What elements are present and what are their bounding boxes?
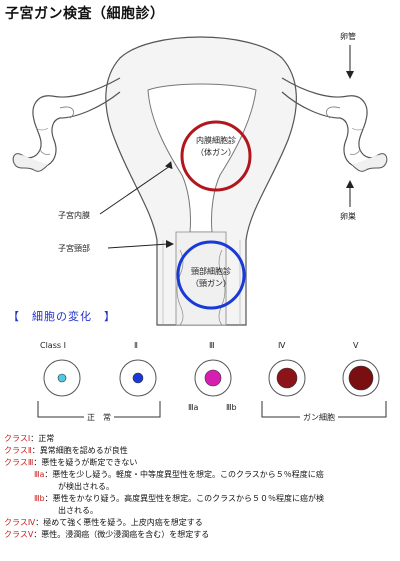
endometrium-label: 子宮内膜 — [58, 211, 90, 220]
desc-class-3: クラスⅢ：悪性を疑うが断定できない — [4, 457, 396, 469]
uterus-diagram — [12, 36, 388, 326]
desc-class-1: クラスⅠ：正常 — [4, 433, 396, 445]
desc-class-1-text: ：正常 — [30, 434, 55, 443]
class-3-label: Ⅲ — [209, 341, 215, 350]
class-3a-label: Ⅲa — [188, 403, 199, 412]
desc-class-4: クラスⅣ：極めて強く悪性を疑う。上皮内癌を想定する — [4, 517, 396, 529]
normal-group-label: 正 常 — [84, 412, 114, 423]
class-3-cell — [194, 359, 232, 397]
desc-class-3-text: ：悪性を疑うが断定できない — [33, 458, 138, 467]
desc-class-3a: Ⅲa：悪性を少し疑う。軽度・中等度異型性を想定。このクラスから５％程度に癌が検出… — [4, 469, 396, 493]
desc-class-3b: Ⅲb：悪性をかなり疑う。高度異型性を想定。このクラスから５０％程度に癌が検出され… — [4, 493, 396, 517]
desc-class-3a-name: Ⅲa — [34, 470, 45, 479]
cancer-group-label: ガン細胞 — [300, 412, 338, 423]
desc-class-3b-name: Ⅲb — [34, 494, 45, 503]
endometrium-arrow — [99, 165, 171, 215]
uterine-cavity — [147, 83, 257, 233]
desc-class-5-text: ：悪性。浸潤癌（微少浸潤癌を含む）を想定する — [33, 530, 210, 539]
oviduct-label: 卵管 — [340, 32, 356, 41]
desc-class-3b-cont: 出される。 — [58, 506, 98, 515]
class-4-label: Ⅳ — [278, 341, 286, 350]
desc-class-2: クラスⅡ：異常細胞を認めるが良性 — [4, 445, 396, 457]
desc-class-3a-cont: が検出される。 — [58, 482, 114, 491]
cell-row — [37, 359, 387, 418]
desc-class-2-text: ：異常細胞を認めるが良性 — [31, 446, 128, 455]
desc-class-5-name: クラスⅤ — [4, 530, 34, 539]
desc-class-3a-text: ：悪性を少し疑う。軽度・中等度異型性を想定。このクラスから５％程度に癌 — [44, 470, 324, 479]
page-title: 子宮ガン検査（細胞診） — [5, 6, 165, 22]
class-3-nucleus — [204, 369, 222, 387]
class-3b-label: Ⅲb — [226, 403, 237, 412]
class-descriptions: クラスⅠ：正常 クラスⅡ：異常細胞を認めるが良性 クラスⅢ：悪性を疑うが断定でき… — [4, 433, 396, 541]
class-2-cell — [119, 359, 157, 397]
endometrial-circle — [180, 120, 252, 192]
left-oviduct — [21, 77, 121, 159]
desc-class-5: クラスⅤ：悪性。浸潤癌（微少浸潤癌を含む）を想定する — [4, 529, 396, 541]
class-1-nucleus — [57, 373, 67, 383]
endometrial-cytology-line1: 内膜細胞診 — [196, 136, 236, 145]
endometrial-cytology-text: 内膜細胞診 （体ガン） — [186, 135, 246, 159]
ovary-label: 卵巣 — [340, 212, 356, 221]
cervix-arrow — [107, 243, 169, 249]
class-5-nucleus — [348, 365, 374, 391]
desc-class-4-name: クラスⅣ — [4, 518, 36, 527]
desc-class-1-name: クラスⅠ — [4, 434, 31, 443]
class-5-label: Ⅴ — [353, 341, 359, 350]
class-1-cell — [43, 359, 81, 397]
endometrial-cytology-line2: （体ガン） — [196, 148, 236, 157]
desc-class-3-name: クラスⅢ — [4, 458, 34, 467]
class-2-nucleus — [132, 372, 144, 384]
section-title: 【 細胞の変化 】 — [8, 310, 116, 323]
cervical-cytology-text: 頸部細胞診 （頸ガン） — [181, 266, 241, 290]
right-oviduct — [281, 77, 379, 159]
cervix-label: 子宮頸部 — [58, 244, 90, 253]
class-4-cell — [268, 359, 306, 397]
cervical-circle — [176, 240, 246, 310]
desc-class-4-text: ：極めて強く悪性を疑う。上皮内癌を想定する — [35, 518, 203, 527]
cervical-canal — [175, 231, 227, 326]
cervical-cytology-line1: 頸部細胞診 — [191, 267, 231, 276]
class-5-cell — [342, 359, 380, 397]
class-2-label: Ⅱ — [134, 341, 138, 350]
desc-class-2-name: クラスⅡ — [4, 446, 32, 455]
class-1-label: Class Ⅰ — [40, 341, 66, 350]
class-4-nucleus — [276, 367, 298, 389]
cervical-cytology-line2: （頸ガン） — [191, 279, 231, 288]
desc-class-3b-text: ：悪性をかなり疑う。高度異型性を想定。このクラスから５０％程度に癌が検 — [44, 494, 324, 503]
